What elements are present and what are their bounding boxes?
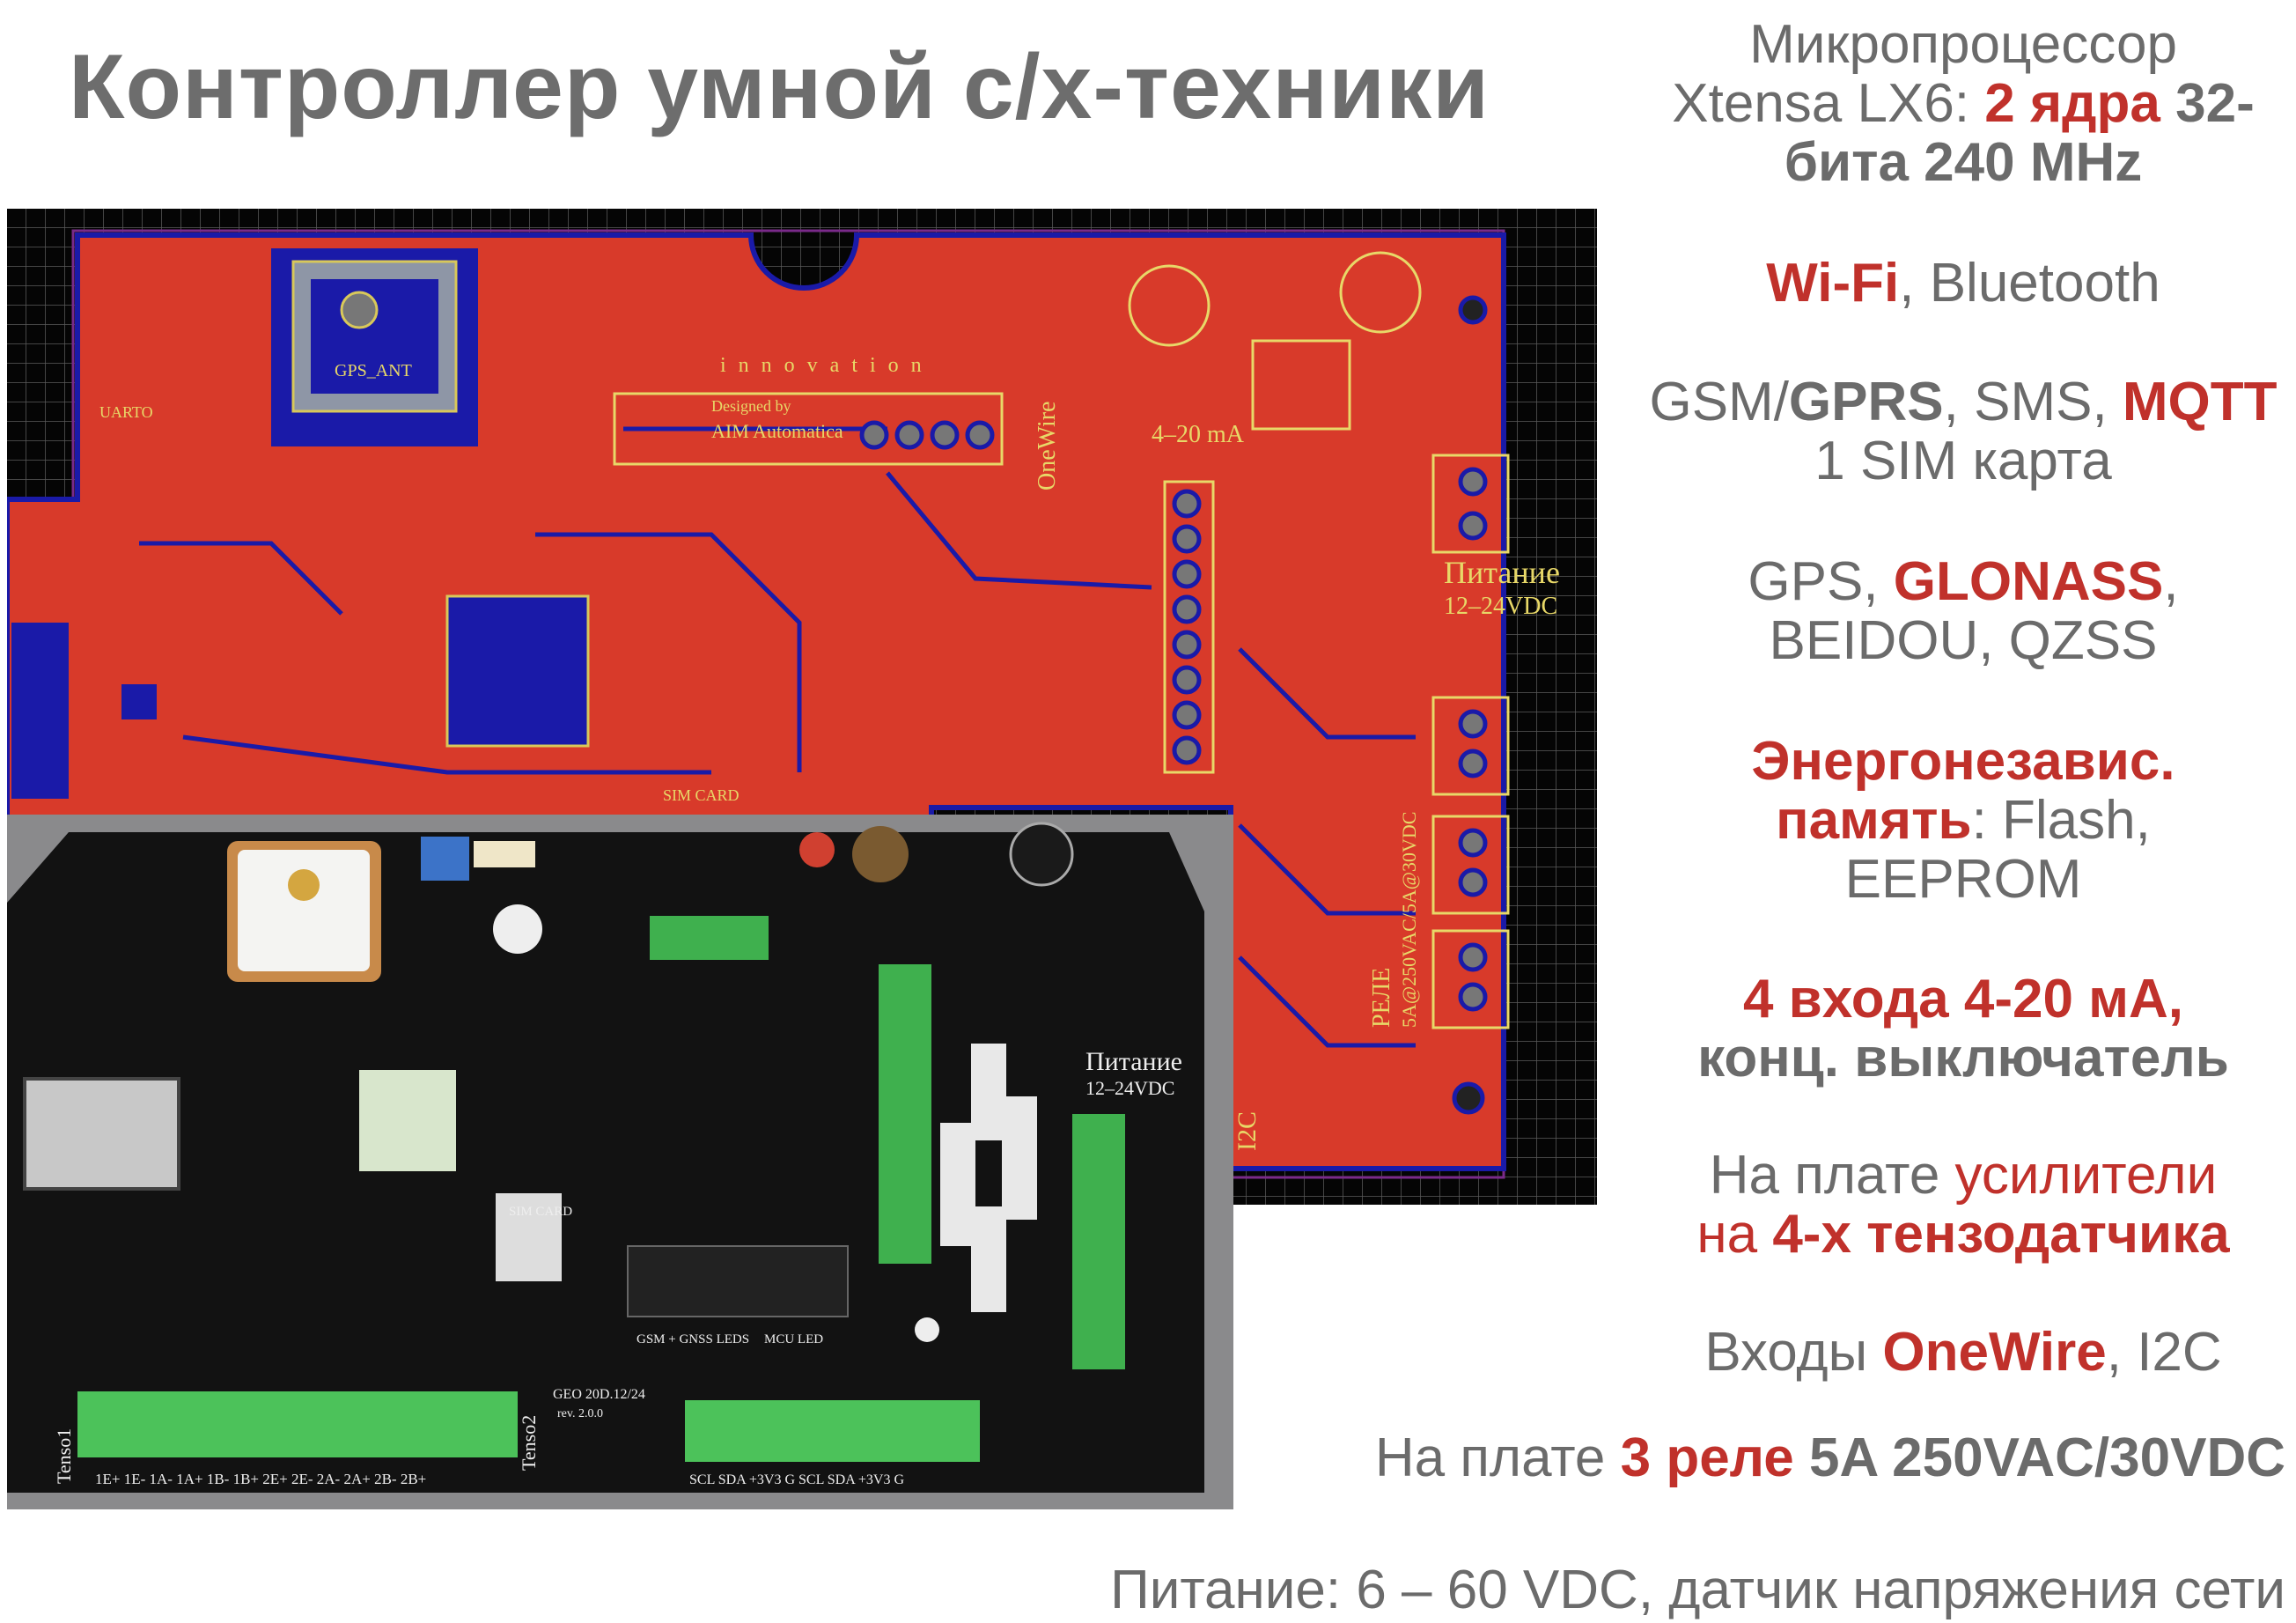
feature-wireless: Wi-Fi, Bluetooth bbox=[1611, 254, 2296, 313]
text: , Bluetooth bbox=[1899, 253, 2160, 314]
text: конц. выключатель bbox=[1697, 1028, 2229, 1088]
render-label-tenso1: Tenso1 bbox=[53, 1428, 75, 1484]
text: 32- bbox=[2160, 73, 2255, 134]
text: , I2C bbox=[2106, 1322, 2222, 1383]
render-label-gsm-leds: GSM + GNSS LEDS bbox=[637, 1332, 749, 1346]
highlight: GLONASS bbox=[1893, 551, 2164, 612]
pcb-label-relay: РЕЛЕ bbox=[1368, 968, 1395, 1028]
text: Микропроцессор bbox=[1749, 14, 2177, 75]
text: : Flash, bbox=[1971, 790, 2151, 851]
pcb-label-sim-card: SIM CARD bbox=[663, 786, 740, 804]
render-label-i2c-pins: SCL SDA +3V3 G SCL SDA +3V3 G bbox=[689, 1472, 904, 1487]
highlight: 4-х тензодатчика bbox=[1772, 1204, 2230, 1265]
pcb-label-company: AIM Automatica bbox=[711, 420, 843, 442]
pcb-label-innovation: i n n o v a t i o n bbox=[720, 354, 925, 377]
feature-memory: Энергонезавис. память: Flash, EEPROM bbox=[1611, 732, 2296, 909]
render-label-revision: rev. 2.0.0 bbox=[557, 1407, 603, 1420]
render-label-power-range: 12–24VDC bbox=[1085, 1077, 1174, 1099]
render-label-bottom-pins: 1E+ 1E- 1A- 1A+ 1B- 1B+ 2E+ 2E- 2A- 2A+ … bbox=[95, 1471, 426, 1487]
highlight: Wi-Fi bbox=[1766, 253, 1900, 314]
render-label-power: Питание bbox=[1085, 1047, 1182, 1076]
highlight: 4 входа 4-20 мА, bbox=[1742, 969, 2184, 1029]
render-label-mcu-led: MCU LED bbox=[764, 1332, 823, 1346]
highlight: на bbox=[1696, 1204, 1773, 1265]
pcb-label-power-range: 12–24VDC bbox=[1444, 593, 1557, 620]
highlight: OneWire bbox=[1882, 1322, 2107, 1383]
pcb-label-power: Питание bbox=[1444, 555, 1560, 590]
pcb-label-current-loop: 4–20 mA bbox=[1152, 421, 1245, 448]
text: 1 SIM карта bbox=[1814, 431, 2112, 491]
text: , bbox=[2163, 551, 2179, 612]
text: GPS, bbox=[1748, 551, 1894, 612]
text: BEIDOU, QZSS bbox=[1769, 610, 2158, 671]
pcb-label-onewire: OneWire bbox=[1034, 402, 1061, 491]
feature-relays: На плате 3 реле 5A 250VAC/30VDC bbox=[1375, 1428, 2285, 1487]
text: бита 240 MHz bbox=[1784, 132, 2143, 193]
highlight: MQTT bbox=[2122, 372, 2278, 432]
pcb-label-uart: UARTO bbox=[99, 403, 153, 421]
pcb-label-gps-ant: GPS_ANT bbox=[335, 361, 412, 380]
text: Xtensa LX6: bbox=[1672, 73, 1985, 134]
highlight: 2 ядра bbox=[1984, 73, 2160, 134]
slide-title: Контроллер умной с/х-техники bbox=[69, 36, 1490, 138]
pcb-3d-render-image: GSM + GNSS LEDS MCU LED GEO 20D.12/24 re… bbox=[7, 815, 1233, 1509]
feature-buses: Входы OneWire, I2C bbox=[1611, 1323, 2296, 1382]
highlight: память bbox=[1776, 790, 1972, 851]
text: Входы bbox=[1704, 1322, 1883, 1383]
feature-power: Питание: 6 – 60 VDC, датчик напряжения с… bbox=[1110, 1560, 2285, 1619]
text: На плате bbox=[1374, 1428, 1621, 1488]
render-label-tenso2: Tenso2 bbox=[518, 1415, 540, 1471]
pcb-label-designed-by: Designed by bbox=[711, 397, 791, 415]
highlight: 3 реле bbox=[1620, 1428, 1794, 1488]
pcb-label-i2c: I2C bbox=[1233, 1111, 1262, 1151]
text: EEPROM bbox=[1844, 849, 2082, 910]
highlight: Энергонезавис. bbox=[1751, 731, 2175, 792]
feature-gnss: GPS, GLONASS, BEIDOU, QZSS bbox=[1611, 552, 2296, 670]
text: , SMS, bbox=[1943, 372, 2123, 432]
text: Питание: 6 – 60 VDC, датчик напряжения с… bbox=[1110, 1560, 2285, 1620]
text: GSM/ bbox=[1649, 372, 1789, 432]
highlight: усилители bbox=[1954, 1145, 2218, 1206]
feature-gsm: GSM/GPRS, SMS, MQTT 1 SIM карта bbox=[1611, 373, 2296, 491]
feature-inputs: 4 входа 4-20 мА, конц. выключатель bbox=[1611, 970, 2296, 1088]
pcb-label-relay-rating: 5A@250VAC/5A@30VDC bbox=[1398, 812, 1420, 1028]
render-label-sim-card: SIM CARD bbox=[509, 1205, 572, 1219]
render-label-board-name: GEO 20D.12/24 bbox=[553, 1387, 645, 1402]
text: 5A 250VAC/30VDC bbox=[1793, 1428, 2285, 1488]
feature-amplifiers: На плате усилители на 4-х тензодатчика bbox=[1611, 1146, 2296, 1264]
feature-cpu: Микропроцессор Xtensa LX6: 2 ядра 32- би… bbox=[1611, 15, 2296, 192]
text: На плате bbox=[1709, 1145, 1955, 1206]
text: GPRS bbox=[1788, 372, 1944, 432]
